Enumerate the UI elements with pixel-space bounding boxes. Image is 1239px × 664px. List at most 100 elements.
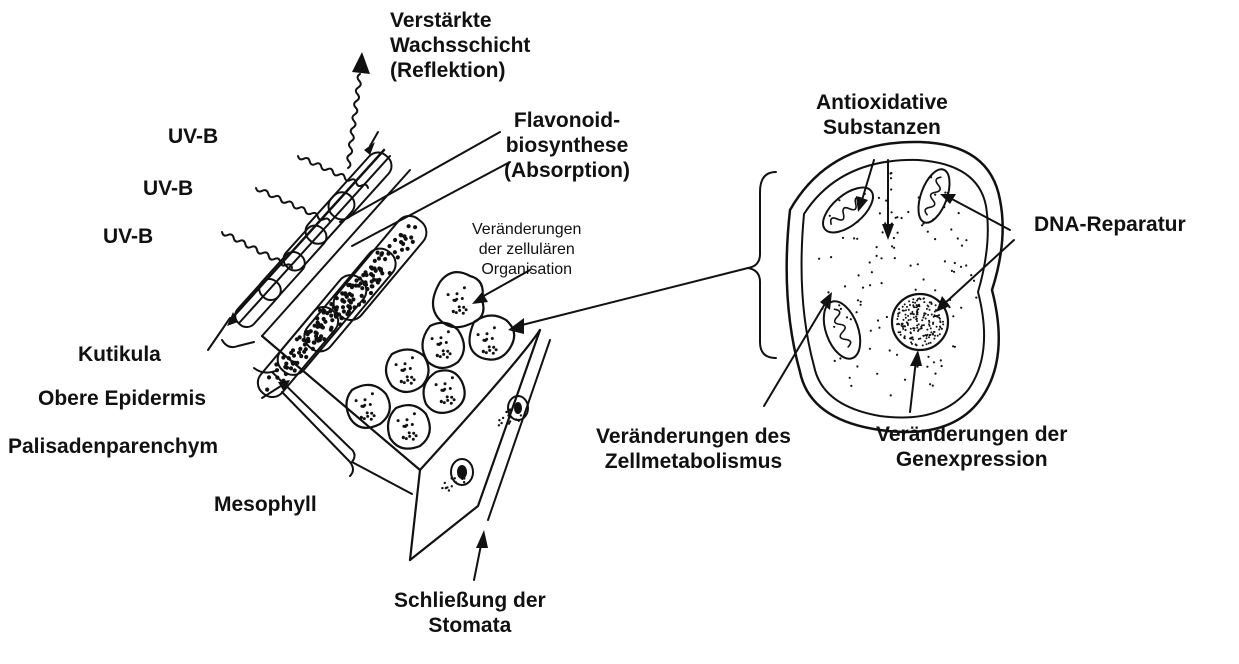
stipple-dot: [406, 418, 409, 421]
stipple-dot: [927, 314, 929, 316]
stipple-dot: [495, 348, 498, 351]
stipple-dot: [502, 417, 504, 419]
stipple-dot: [926, 308, 928, 310]
stipple-dot: [311, 347, 314, 350]
stipple-dot: [876, 246, 878, 248]
stipple-dot: [450, 396, 453, 399]
stipple-dot: [970, 274, 972, 276]
stipple-dot: [915, 343, 917, 345]
stipple-dot: [923, 301, 925, 303]
stipple-dot: [922, 335, 924, 337]
stipple-dot: [857, 221, 859, 223]
stipple-dot: [891, 245, 893, 247]
stipple-dot: [869, 261, 871, 263]
stipple-dot: [275, 363, 278, 366]
stipple-dot: [929, 334, 931, 336]
stipple-dot: [443, 401, 446, 404]
stipple-dot: [455, 311, 458, 314]
stipple-dot: [395, 363, 398, 366]
stipple-dot: [300, 355, 303, 358]
stipple-dot: [950, 228, 952, 230]
stipple-dot: [285, 362, 288, 365]
stipple-dot: [266, 388, 269, 391]
stipple-dot: [932, 334, 934, 336]
stipple-dot: [894, 257, 896, 259]
stipple-dot: [451, 376, 454, 379]
label-gene-expression: Veränderungen der Genexpression: [876, 422, 1067, 472]
stipple-dot: [450, 402, 453, 405]
stipple-dot: [369, 266, 372, 269]
stipple-dot: [953, 271, 955, 273]
stipple-dot: [413, 412, 416, 415]
stipple-dot: [914, 327, 916, 329]
stipple-dot: [857, 299, 859, 301]
stipple-dot: [446, 350, 449, 353]
stipple-dot: [406, 379, 409, 382]
stipple-dot: [455, 481, 457, 483]
stipple-dot: [362, 300, 365, 303]
stipple-dot: [457, 470, 459, 472]
stipple-dot: [954, 346, 956, 348]
stipple-dot: [886, 316, 888, 318]
stipple-dot: [444, 482, 446, 484]
stipple-dot: [284, 372, 287, 375]
stipple-dot: [877, 319, 879, 321]
stipple-dot: [508, 413, 510, 415]
stipple-dot: [435, 383, 438, 386]
stipple-dot: [907, 211, 909, 213]
stipple-dot: [961, 245, 963, 247]
stipple-dot: [442, 349, 445, 352]
stipple-dot: [460, 469, 462, 471]
stipple-dot: [929, 325, 931, 327]
stipple-dot: [911, 311, 913, 313]
stipple-dot: [456, 292, 459, 295]
stipple-dot: [402, 369, 405, 372]
stipple-dot: [461, 297, 464, 300]
stipple-dot: [350, 294, 353, 297]
stipple-dot: [305, 339, 308, 342]
stipple-dot: [876, 255, 878, 257]
stipple-dot: [939, 326, 941, 328]
stipple-dot: [452, 310, 455, 313]
stipple-dot: [910, 319, 912, 321]
stipple-dot: [375, 279, 378, 282]
stipple-dot: [853, 237, 855, 239]
stipple-dot: [454, 477, 456, 479]
label-dna-repair: DNA-Reparatur: [1034, 212, 1186, 237]
stipple-dot: [364, 398, 367, 401]
stipple-dot: [440, 400, 443, 403]
stipple-dot: [938, 329, 940, 331]
stipple-dot: [941, 328, 943, 330]
stipple-dot: [411, 240, 414, 243]
stipple-dot: [322, 311, 325, 314]
stipple-dot: [400, 241, 403, 244]
stipple-dot: [902, 306, 904, 308]
stipple-dot: [849, 377, 851, 379]
stipple-dot: [929, 383, 931, 385]
stipple-dot: [484, 339, 487, 342]
stipple-dot: [387, 252, 390, 255]
stipple-dot: [880, 257, 882, 259]
stipple-dot: [933, 338, 935, 340]
stipple-dot: [844, 285, 846, 287]
stipple-dot: [913, 313, 915, 315]
stipple-dot: [939, 320, 941, 322]
stipple-dot: [444, 382, 447, 385]
stipple-dot: [921, 224, 923, 226]
stipple-dot: [335, 297, 338, 300]
stipple-dot: [895, 217, 897, 219]
stipple-dot: [285, 366, 288, 369]
stipple-dot: [458, 309, 461, 312]
stipple-dot: [913, 329, 915, 331]
label-kutikula: Kutikula: [78, 342, 161, 367]
stipple-dot: [335, 308, 338, 311]
stipple-dot: [267, 376, 270, 379]
stipple-dot: [931, 302, 933, 304]
stipple-dot: [904, 329, 906, 331]
stipple-dot: [923, 324, 925, 326]
stipple-dot: [902, 323, 904, 325]
stipple-dot: [492, 346, 495, 349]
stipple-dot: [439, 355, 442, 358]
stipple-dot: [916, 311, 918, 313]
stipple-dot: [890, 394, 892, 396]
